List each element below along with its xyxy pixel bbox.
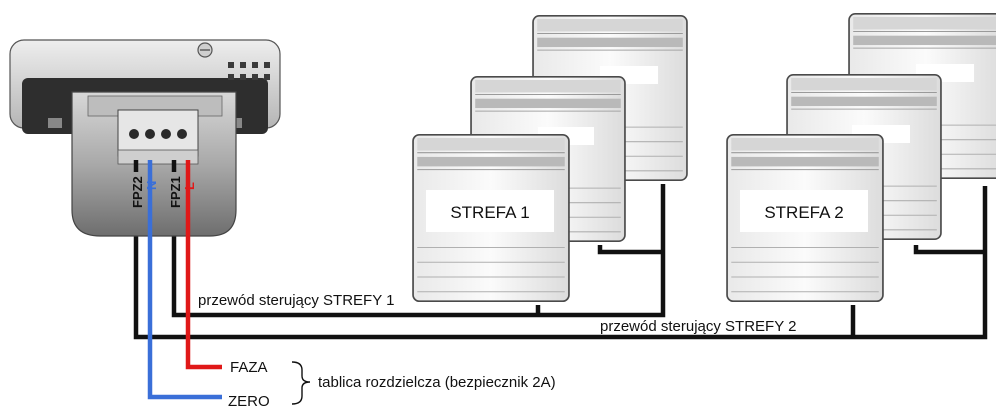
control-wire-zone1-label: przewód sterujący STREFY 1 xyxy=(198,292,394,309)
pin-header xyxy=(228,62,270,80)
heater-group-zone1: STREFA 1 xyxy=(412,14,688,303)
control-wire-zone2-label: przewód sterujący STREFY 2 xyxy=(600,318,796,335)
control-wire-zone1 xyxy=(171,168,666,318)
zone2-label: STREFA 2 xyxy=(764,203,843,222)
zone1-label: STREFA 1 xyxy=(450,203,529,222)
neutral-wire xyxy=(147,160,222,400)
power-wires xyxy=(133,160,222,400)
neutral-label: ZERO xyxy=(228,393,270,409)
heater-group-zone2: STREFA 2 xyxy=(726,12,996,303)
brace-icon xyxy=(291,361,311,405)
terminal-screws xyxy=(129,129,187,139)
control-wires xyxy=(133,168,988,340)
terminal-n: N xyxy=(144,181,159,190)
zone2-label-box xyxy=(740,190,868,232)
terminal-l: L xyxy=(182,182,197,190)
control-drop-z2-mid xyxy=(913,245,985,255)
terminal-fpz2: FPZ2 xyxy=(130,176,145,208)
control-drop-z1-mid xyxy=(597,245,663,255)
zone1-label-box xyxy=(426,190,554,232)
distribution-panel-label: tablica rozdzielcza (bezpiecznik 2A) xyxy=(318,374,556,391)
terminal-fpz1: FPZ1 xyxy=(168,176,183,208)
thermostat xyxy=(9,39,281,237)
phase-wire xyxy=(185,160,222,370)
phase-label: FAZA xyxy=(230,359,268,376)
terminal-labels: FPZ2 N FPZ1 L xyxy=(130,176,197,208)
control-wire-zone2 xyxy=(133,168,988,340)
